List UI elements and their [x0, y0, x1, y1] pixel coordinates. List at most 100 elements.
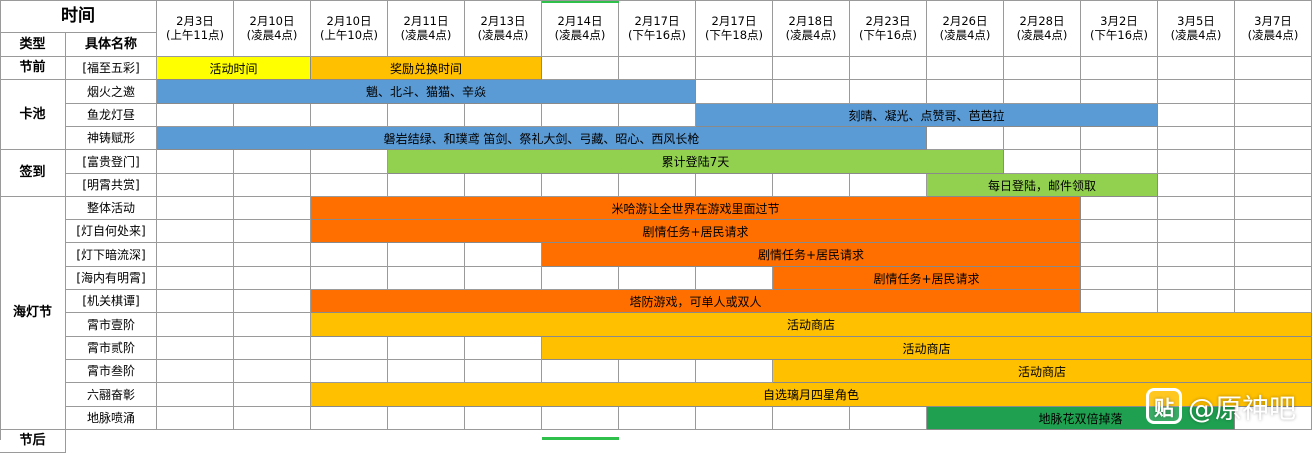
grid-cell — [927, 80, 1004, 104]
grid-cell — [1081, 267, 1158, 290]
row-name-cell: [灯下暗流深] — [66, 243, 157, 267]
date-header-5: 2月13日(凌晨4点) — [465, 0, 542, 57]
grid-cell — [157, 243, 234, 267]
grid-cell — [388, 174, 465, 197]
row-name: [灯自何处来] — [76, 224, 146, 238]
group-label: 节后 — [19, 433, 46, 448]
date-header-14: 3月5日(凌晨4点) — [1158, 0, 1235, 57]
grid-cell — [1158, 80, 1235, 104]
grid-cell — [465, 104, 542, 127]
grid-cell — [696, 80, 773, 104]
grid-cell — [619, 57, 696, 80]
date-label: 2月23日 — [865, 14, 911, 28]
event-bar-label: 磐岩结绿、和璞鸢 笛剑、祭礼大剑、弓藏、昭心、西风长枪 — [383, 131, 700, 146]
grid-cell — [157, 407, 234, 430]
group-label: 签到 — [19, 165, 46, 180]
event-bar: 米哈游让全世界在游戏里面过节 — [311, 197, 1081, 220]
time-title-cell: 时间 — [0, 0, 157, 33]
grid-cell — [388, 104, 465, 127]
grid-cell — [311, 150, 388, 174]
grid-cell — [388, 267, 465, 290]
date-label: 2月17日 — [634, 14, 680, 28]
grid-cell — [619, 104, 696, 127]
date-header-10: 2月23日(下午16点) — [850, 0, 927, 57]
group-label: 海灯节 — [12, 305, 52, 320]
grid-cell — [542, 174, 619, 197]
time-label: (上午11点) — [165, 28, 225, 42]
row-name-cell: [灯自何处来] — [66, 220, 157, 243]
grid-cell — [1235, 267, 1312, 290]
grid-cell — [927, 57, 1004, 80]
time-label: (上午10点) — [319, 28, 379, 42]
event-bar-label: 奖励兑换时间 — [389, 61, 462, 76]
row-name-cell: 六翮奋彰 — [66, 383, 157, 407]
grid-cell — [388, 337, 465, 360]
date-label: 2月3日 — [176, 14, 214, 28]
row-name-cell: 烟火之邀 — [66, 80, 157, 104]
grid-cell — [1235, 127, 1312, 150]
grid-cell — [157, 360, 234, 383]
grid-cell — [1158, 127, 1235, 150]
date-header-2: 2月10日(凌晨4点) — [234, 0, 311, 57]
time-label: (凌晨4点) — [1016, 28, 1068, 42]
grid-cell — [234, 407, 311, 430]
row-name-cell: [海内有明霄] — [66, 267, 157, 290]
grid-cell — [1158, 174, 1235, 197]
time-label: (下午16点) — [627, 28, 687, 42]
grid-cell — [542, 360, 619, 383]
time-label: (凌晨4点) — [477, 28, 529, 42]
grid-cell — [465, 407, 542, 430]
grid-cell — [157, 150, 234, 174]
group-label: 节前 — [19, 60, 46, 75]
grid-cell — [234, 174, 311, 197]
date-label: 2月17日 — [711, 14, 757, 28]
row-name-cell: 地脉喷涌 — [66, 407, 157, 430]
event-bar: 活动商店 — [542, 337, 1312, 360]
date-label: 2月10日 — [326, 14, 372, 28]
date-label: 2月13日 — [480, 14, 526, 28]
event-bar-label: 魈、北斗、猫猫、辛焱 — [365, 85, 486, 99]
date-header-8: 2月17日(下午18点) — [696, 0, 773, 57]
selected-column-highlight — [542, 0, 619, 3]
date-header-15: 3月7日(凌晨4点) — [1235, 0, 1312, 57]
grid-cell — [696, 407, 773, 430]
grid-cell — [619, 267, 696, 290]
date-header-6: 2月14日(凌晨4点) — [542, 0, 619, 57]
grid-cell — [696, 57, 773, 80]
grid-cell — [388, 243, 465, 267]
date-header-11: 2月26日(凌晨4点) — [927, 0, 1004, 57]
grid-cell — [1235, 150, 1312, 174]
grid-cell — [157, 197, 234, 220]
grid-cell — [157, 290, 234, 313]
grid-cell — [1235, 104, 1312, 127]
grid-cell — [1081, 57, 1158, 80]
date-header-9: 2月18日(凌晨4点) — [773, 0, 850, 57]
grid-cell — [1004, 80, 1081, 104]
grid-cell — [1158, 290, 1235, 313]
date-label: 2月14日 — [557, 14, 603, 28]
grid-cell — [234, 267, 311, 290]
grid-cell — [234, 243, 311, 267]
grid-cell — [234, 197, 311, 220]
grid-cell — [1081, 150, 1158, 174]
grid-cell — [850, 174, 927, 197]
row-name: 霄市壹阶 — [86, 317, 135, 332]
grid-cell — [157, 337, 234, 360]
tieba-logo-icon: 贴 — [1146, 388, 1182, 424]
grid-cell — [157, 383, 234, 407]
row-name: 霄市叁阶 — [86, 364, 135, 378]
date-header-3: 2月10日(上午10点) — [311, 0, 388, 57]
event-bar-label: 刻晴、凝光、点赞哥、芭芭拉 — [848, 108, 1005, 123]
date-label: 2月26日 — [942, 14, 988, 28]
event-bar: 活动时间 — [157, 57, 311, 80]
date-label: 3月5日 — [1177, 14, 1215, 28]
event-bar-label: 自选璃月四星角色 — [762, 388, 859, 402]
row-name-cell: 霄市贰阶 — [66, 337, 157, 360]
date-header-13: 3月2日(下午16点) — [1081, 0, 1158, 57]
row-name: 整体活动 — [86, 201, 135, 215]
row-name: 烟火之邀 — [86, 84, 135, 99]
grid-cell — [1235, 197, 1312, 220]
watermark: 贴 @原神吧 — [1146, 386, 1296, 426]
row-name: [福至五彩] — [82, 61, 140, 75]
